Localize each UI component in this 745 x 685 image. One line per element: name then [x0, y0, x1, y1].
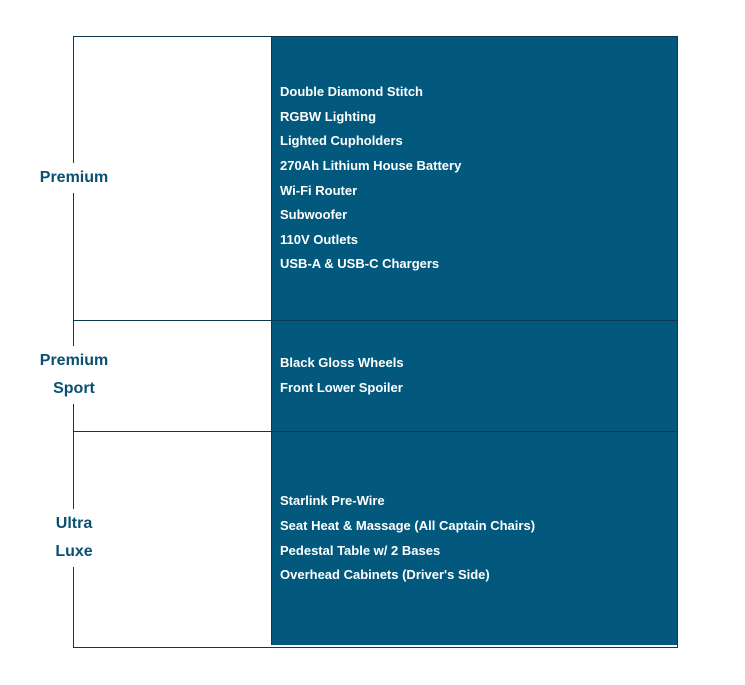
table-row-premium: Double Diamond Stitch RGBW Lighting Ligh…	[74, 37, 677, 320]
tier-label-line: Luxe	[55, 543, 93, 560]
tier-label-premium-sport: Premium Sport	[33, 346, 115, 404]
feature-item: Subwoofer	[280, 207, 348, 223]
tier-label-premium: Premium	[33, 163, 115, 193]
feature-item: 110V Outlets	[280, 231, 359, 247]
features-cell: Black Gloss Wheels Front Lower Spoiler	[272, 321, 677, 431]
feature-item: Front Lower Spoiler	[280, 380, 403, 395]
tier-label-line: Premium	[39, 352, 109, 369]
feature-item: Black Gloss Wheels	[280, 355, 404, 371]
feature-item: RGBW Lighting	[280, 108, 377, 124]
table-row-premium-sport: Black Gloss Wheels Front Lower Spoiler	[74, 320, 677, 431]
table-row-ultra-luxe: Starlink Pre-Wire Seat Heat & Massage (A…	[74, 431, 677, 645]
tier-label-line: Ultra	[55, 515, 93, 532]
feature-item: 270Ah Lithium House Battery	[280, 157, 462, 173]
feature-item: Double Diamond Stitch	[280, 84, 423, 100]
trim-feature-table: Double Diamond Stitch RGBW Lighting Ligh…	[73, 36, 678, 648]
tier-label-line: Sport	[53, 380, 95, 397]
features-cell: Starlink Pre-Wire Seat Heat & Massage (A…	[272, 432, 677, 645]
features-cell: Double Diamond Stitch RGBW Lighting Ligh…	[272, 37, 677, 320]
feature-item: USB-A & USB-C Chargers	[280, 256, 440, 272]
feature-item: Wi-Fi Router	[280, 182, 358, 198]
feature-item: Overhead Cabinets (Driver's Side)	[280, 567, 490, 583]
tier-label-ultra-luxe: Ultra Luxe	[49, 509, 99, 567]
tier-cell	[74, 432, 272, 645]
feature-item: Pedestal Table w/ 2 Bases	[280, 542, 441, 558]
tier-label-line: Premium	[39, 169, 109, 186]
feature-item: Lighted Cupholders	[280, 133, 403, 149]
feature-item: Seat Heat & Massage (All Captain Chairs)	[280, 517, 536, 533]
feature-item: Starlink Pre-Wire	[280, 493, 385, 509]
